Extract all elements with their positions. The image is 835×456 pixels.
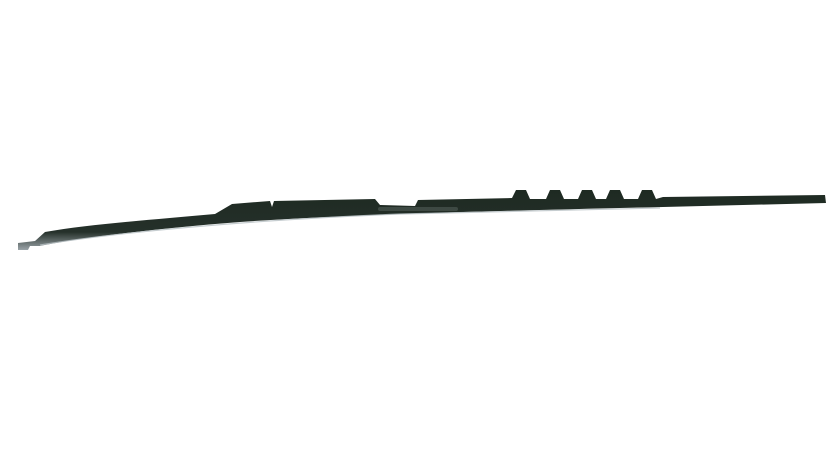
product-photo: [18, 190, 826, 250]
trim-strip-part: [18, 190, 826, 250]
